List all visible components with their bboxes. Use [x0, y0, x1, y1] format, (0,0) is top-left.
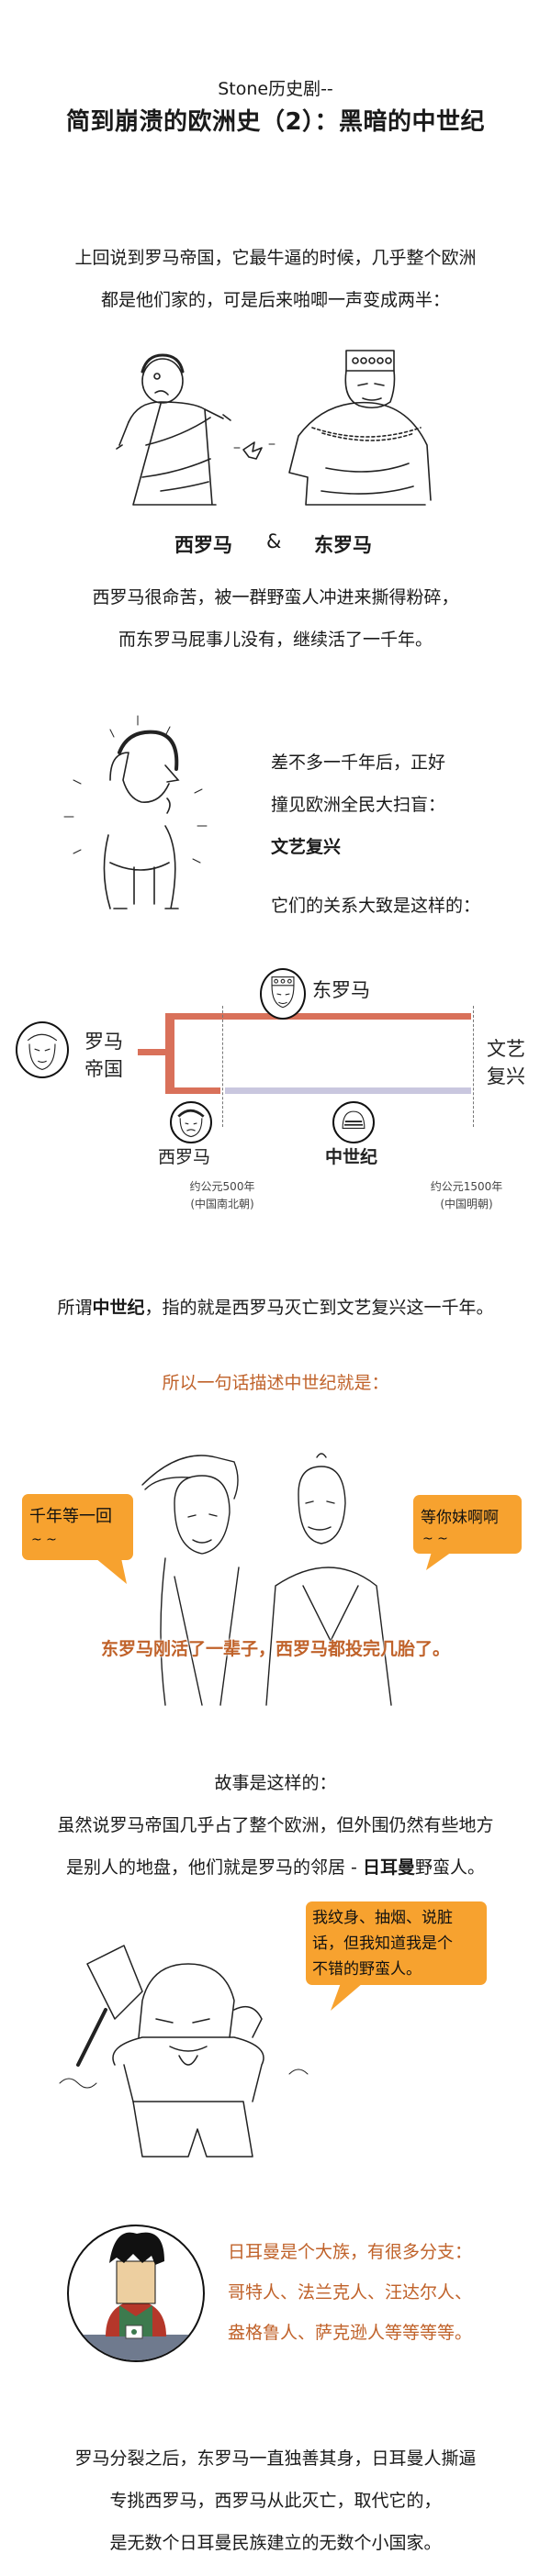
series-label: Stone历史剧--	[218, 79, 333, 99]
marker-end-dynasty: (中国明朝)	[440, 1198, 493, 1210]
renaissance-line-3: 它们的关系大致是这样的：	[271, 896, 481, 916]
tribes-line-1: 日耳曼是个大族，有很多分支：	[228, 2242, 473, 2262]
bubble-left: 千年等一回 ~ ~	[22, 1494, 133, 1584]
root-stem	[138, 1049, 167, 1055]
west-rome-face-icon	[170, 1101, 212, 1143]
narrator-portrait-icon	[69, 2232, 203, 2360]
rome-split-illustration	[106, 340, 455, 514]
renaissance-highlight: 文艺复兴	[271, 837, 342, 857]
story-line-2: 是别人的地盘，他们就是罗马的邻居 - 日耳曼野蛮人。	[0, 1846, 551, 1889]
renaissance-line-2: 撞见欧洲全民大扫盲：	[271, 795, 446, 815]
barbarian-bubble-text: 我纹身、抽烟、说脏 话，但我知道我是个 不错的野蛮人。	[312, 1905, 453, 1982]
west-rome-bar	[165, 1087, 220, 1094]
barbarian-bubble-tail-icon	[331, 1983, 363, 2011]
story-line-1: 虽然说罗马帝国几乎占了整个欧洲，但外围仍然有些地方	[57, 1815, 494, 1835]
renaissance-illustration	[55, 707, 220, 927]
definition-suffix: ，指的就是西罗马灭亡到文艺复兴这一千年。	[144, 1298, 494, 1318]
timeline-diagram: 罗马 帝国 东罗马 文艺 复兴 西罗马 中世纪	[0, 954, 551, 1167]
knight-face-icon	[332, 1101, 375, 1143]
intro-line-1: 上回说到罗马帝国，它最牛逼的时候，几乎整个欧洲	[74, 248, 477, 268]
barbarian-illustration	[41, 1936, 335, 2166]
intro-paragraph: 上回说到罗马帝国，它最牛逼的时候，几乎整个欧洲 都是他们家的，可是后来啪唧一声变…	[0, 237, 551, 321]
bubble-right-tail-icon	[426, 1552, 452, 1570]
east-rome-label: 东罗马	[314, 534, 372, 556]
story-line-2-suffix: 野蛮人。	[414, 1857, 485, 1878]
marker-1500ad-line	[473, 1006, 474, 1127]
ending-paragraph: 罗马分裂之后，东罗马一直独善其身，日耳曼人撕逼 专挑西罗马，西罗马从此灭亡，取代…	[0, 2437, 551, 2564]
end-label-2: 复兴	[487, 1065, 525, 1087]
story-paragraph: 故事是这样的： 虽然说罗马帝国几乎占了整个欧洲，但外围仍然有些地方 是别人的地盘…	[0, 1762, 551, 1889]
narrator-avatar	[67, 2225, 205, 2362]
definition-paragraph: 所谓中世纪，指的就是西罗马灭亡到文艺复兴这一千年。	[0, 1287, 551, 1329]
bubble-right: 等你妹啊啊 ~ ~	[413, 1495, 522, 1570]
east-rome-face-icon	[260, 968, 306, 1020]
definition-prefix: 所谓	[57, 1298, 93, 1318]
branch-trunk	[165, 1013, 174, 1094]
intro-line-2: 都是他们家的，可是后来啪唧一声变成两半：	[100, 290, 450, 310]
barbarian-bubble-line-3: 不错的野蛮人。	[312, 1960, 422, 1979]
story-line-2-prefix: 是别人的地盘，他们就是罗马的邻居 -	[66, 1857, 363, 1878]
ampersand-label: &	[266, 530, 282, 552]
barbarian-bubble: 我纹身、抽烟、说脏 话，但我知道我是个 不错的野蛮人。	[306, 1901, 487, 2011]
fate-line-2: 而东罗马屁事儿没有，继续活了一千年。	[118, 630, 433, 650]
middle-ages-bar	[225, 1087, 471, 1094]
summary-lead: 所以一句话描述中世纪就是：	[162, 1373, 389, 1393]
two-figures-icon	[141, 1453, 392, 1706]
end-label-1: 文艺	[487, 1038, 525, 1060]
fate-paragraph: 西罗马很命苦，被一群野蛮人冲进来撕得粉碎， 而东罗马屁事儿没有，继续活了一千年。	[0, 576, 551, 661]
ending-line-1: 罗马分裂之后，东罗马一直独善其身，日耳曼人撕逼	[74, 2448, 477, 2469]
ending-line-2: 专挑西罗马，西罗马从此灭亡，取代它的，	[109, 2491, 442, 2511]
tribes-paragraph: 日耳曼是个大族，有很多分支： 哥特人、法兰克人、汪达尔人、 盎格鲁人、萨克逊人等…	[228, 2232, 531, 2353]
bubble-right-line-2: ~ ~	[422, 1532, 448, 1546]
bubble-left-line-2: ~ ~	[31, 1533, 57, 1547]
ending-line-3: 是无数个日耳曼民族建立的无数个小国家。	[109, 2533, 442, 2553]
middle-ages-timeline-label: 中世纪	[325, 1147, 378, 1167]
story-line-2-term: 日耳曼	[362, 1857, 415, 1878]
marker-start-dynasty: (中国南北朝)	[190, 1198, 254, 1210]
barbarian-with-axe-icon	[59, 1945, 309, 2158]
summary-caption: 东罗马刚活了一辈子，西罗马都投完几胎了。	[100, 1639, 450, 1659]
barbarian-bubble-line-2: 话，但我知道我是个	[312, 1935, 453, 1953]
barbarian-bubble-line-1: 我纹身、抽烟、说脏	[312, 1909, 453, 1927]
tribes-line-2: 哥特人、法兰克人、汪达尔人、	[228, 2282, 473, 2303]
page-title: 简到崩溃的欧洲史（2）：黑暗的中世纪	[65, 108, 486, 136]
couple-illustration	[138, 1448, 432, 1710]
renaissance-paragraph: 差不多一千年后，正好 撞见欧洲全民大扫盲： 文艺复兴 它们的关系大致是这样的：	[271, 742, 537, 927]
marker-start-year: 约公元500年	[189, 1180, 255, 1193]
marker-end-year: 约公元1500年	[430, 1180, 503, 1193]
west-rome-timeline-label: 西罗马	[158, 1147, 211, 1167]
renaissance-line-1: 差不多一千年后，正好	[271, 753, 446, 773]
bubble-left-tail-icon	[96, 1558, 127, 1584]
east-rome-bar	[165, 1013, 471, 1020]
root-label-1: 罗马	[84, 1031, 123, 1053]
marker-start-note: 约公元500年 (中国南北朝)	[158, 1178, 287, 1213]
bubble-right-line-1: 等你妹啊啊	[421, 1509, 499, 1527]
roman-empire-face-icon	[16, 1021, 69, 1078]
tribes-line-3: 盎格鲁人、萨克逊人等等等等。	[228, 2323, 473, 2343]
fate-line-1: 西罗马很命苦，被一群野蛮人冲进来撕得粉碎，	[92, 587, 459, 608]
bubble-left-line-1: 千年等一回	[29, 1507, 112, 1526]
root-label-2: 帝国	[84, 1058, 123, 1080]
thinking-man-icon	[63, 715, 208, 909]
west-rome-label: 西罗马	[174, 534, 232, 556]
east-rome-timeline-label: 东罗马	[312, 979, 370, 1001]
marker-500ad-line	[222, 1006, 223, 1127]
west-east-rome-figures-icon	[116, 350, 432, 506]
definition-term: 中世纪	[92, 1298, 145, 1318]
story-lead: 故事是这样的：	[214, 1773, 337, 1793]
marker-end-note: 约公元1500年 (中国明朝)	[402, 1178, 531, 1213]
